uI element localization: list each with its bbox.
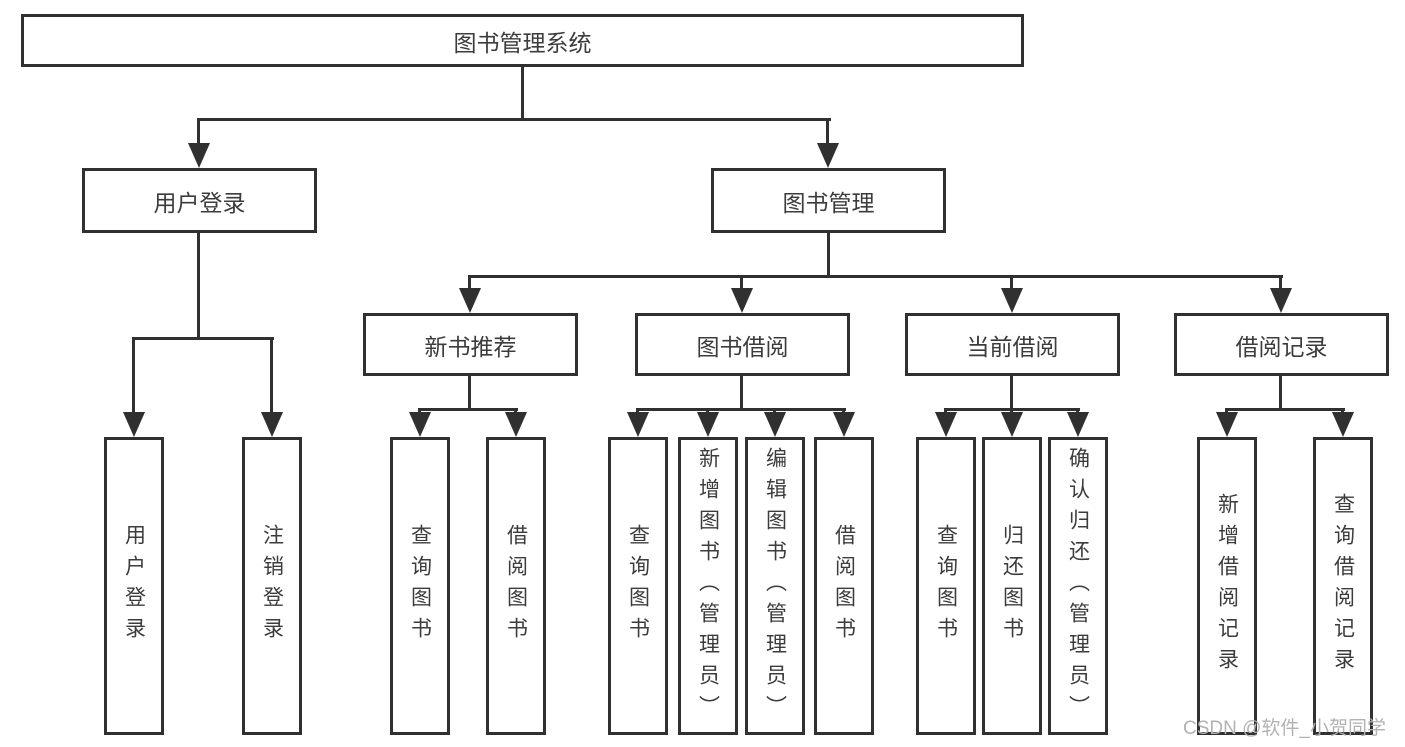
arrowhead-down-icon [764, 412, 786, 437]
leaf-box-return-book: 归还图书 [982, 437, 1042, 735]
leaf-box-add-borrow-record: 新增借阅记录 [1197, 437, 1257, 735]
connector-book-mgmt-stub [827, 233, 830, 278]
leaf-label: 归还图书 [1000, 524, 1024, 648]
arrowhead-down-icon [1332, 412, 1354, 437]
leaf-box-user-login: 用户登录 [104, 437, 164, 735]
leaf-label: 借阅图书 [504, 524, 528, 648]
arrowhead-down-icon [697, 412, 719, 437]
connector-records-bar [1225, 408, 1345, 411]
node-box-current-borrow: 当前借阅 [905, 313, 1120, 376]
leaf-box-borrow-books: 借阅图书 [814, 437, 874, 735]
arrowhead-down-icon [459, 288, 481, 313]
leaf-box-query-books-borrow: 查询图书 [608, 437, 668, 735]
arrowhead-down-icon [1270, 288, 1292, 313]
arrowhead-down-icon [817, 143, 839, 168]
leaf-label: 新增图书（管理员） [696, 446, 720, 726]
leaf-box-query-borrow-record: 查询借阅记录 [1313, 437, 1373, 735]
arrowhead-down-icon [409, 412, 431, 437]
node-box-root: 图书管理系统 [21, 14, 1024, 67]
arrowhead-down-icon [935, 412, 957, 437]
connector-level3-drop [1279, 275, 1282, 291]
arrowhead-down-icon [123, 412, 145, 437]
connector-user-login-stub [197, 233, 200, 340]
arrowhead-down-icon [627, 412, 649, 437]
node-box-book-management: 图书管理 [711, 168, 946, 233]
node-label-book-borrow: 图书借阅 [696, 333, 789, 360]
connector-current-stub [1010, 376, 1013, 411]
connector-root-stub [521, 67, 524, 118]
leaf-label: 用户登录 [122, 524, 146, 648]
node-box-borrow-records: 借阅记录 [1174, 313, 1389, 376]
connector-level3-drop [740, 275, 743, 291]
leaf-label: 新增借阅记录 [1215, 493, 1239, 679]
connector-leaf-drop [132, 337, 135, 415]
arrowhead-down-icon [1067, 412, 1089, 437]
leaf-box-logout: 注销登录 [242, 437, 302, 735]
leaf-label: 确认归还（管理员） [1066, 446, 1090, 726]
leaf-box-confirm-return-admin: 确认归还（管理员） [1048, 437, 1108, 735]
arrowhead-down-icon [188, 143, 210, 168]
leaf-label: 查询图书 [934, 524, 958, 648]
arrowhead-down-icon [1001, 412, 1023, 437]
node-box-new-book-recommend: 新书推荐 [363, 313, 578, 376]
connector-level2-bar [198, 118, 831, 121]
connector-new-rec-stub [468, 376, 471, 411]
leaf-box-query-books-recommend: 查询图书 [390, 437, 450, 735]
leaf-box-query-books-current: 查询图书 [916, 437, 976, 735]
connector-user-login-drop [197, 118, 200, 148]
connector-user-login-bar [132, 337, 274, 340]
leaf-label: 注销登录 [260, 524, 284, 648]
connector-book-mgmt-drop [826, 118, 829, 148]
watermark-text: CSDN @软件_小贺同学 [1183, 718, 1386, 739]
leaf-label: 查询借阅记录 [1331, 493, 1355, 679]
connector-new-rec-bar [418, 408, 518, 411]
node-label-root: 图书管理系统 [453, 29, 592, 56]
connector-level3-bar [468, 275, 1283, 278]
leaf-box-edit-book-admin: 编辑图书（管理员） [745, 437, 805, 735]
connector-level3-drop [1010, 275, 1013, 291]
leaf-label: 借阅图书 [832, 524, 856, 648]
node-box-user-login: 用户登录 [82, 168, 317, 233]
node-label-user-login: 用户登录 [153, 189, 246, 216]
node-label-book-management: 图书管理 [782, 189, 875, 216]
leaf-label: 查询图书 [408, 524, 432, 648]
connector-records-stub [1279, 376, 1282, 411]
arrowhead-down-icon [833, 412, 855, 437]
connector-leaf-drop [270, 337, 273, 415]
node-label-borrow-records: 借阅记录 [1235, 333, 1328, 360]
node-label-current-borrow: 当前借阅 [966, 333, 1059, 360]
leaf-label: 编辑图书（管理员） [763, 446, 787, 726]
node-box-book-borrow: 图书借阅 [635, 313, 850, 376]
leaf-label: 查询图书 [626, 524, 650, 648]
arrowhead-down-icon [731, 288, 753, 313]
node-label-new-book-recommend: 新书推荐 [424, 333, 517, 360]
arrowhead-down-icon [1216, 412, 1238, 437]
connector-book-borrow-stub [740, 376, 743, 411]
arrowhead-down-icon [261, 412, 283, 437]
leaf-box-borrow-books-recommend: 借阅图书 [486, 437, 546, 735]
arrowhead-down-icon [505, 412, 527, 437]
connector-level3-drop [468, 275, 471, 291]
arrowhead-down-icon [1001, 288, 1023, 313]
connector-book-borrow-bar [636, 408, 846, 411]
leaf-box-add-book-admin: 新增图书（管理员） [678, 437, 738, 735]
